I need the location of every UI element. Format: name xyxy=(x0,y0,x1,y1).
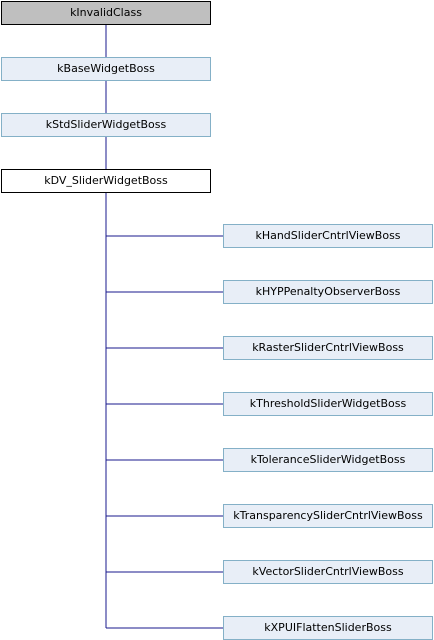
node-kxpuiflattensliderboss[interactable]: kXPUIFlattenSliderBoss xyxy=(223,616,433,640)
node-khyppenaltyobserverboss[interactable]: kHYPPenaltyObserverBoss xyxy=(223,280,433,304)
node-ktransparencyslidercntrlviewboss[interactable]: kTransparencySliderCntrlViewBoss xyxy=(223,504,433,528)
node-label: kXPUIFlattenSliderBoss xyxy=(264,621,392,634)
node-kdv-sliderwidgetboss: kDV_SliderWidgetBoss xyxy=(1,169,211,193)
node-label: kRasterSliderCntrlViewBoss xyxy=(252,341,404,354)
node-label: kStdSliderWidgetBoss xyxy=(45,118,167,131)
node-kbasewidgetboss[interactable]: kBaseWidgetBoss xyxy=(1,57,211,81)
node-kvectorslidercntrlviewboss[interactable]: kVectorSliderCntrlViewBoss xyxy=(223,560,433,584)
node-kinvalidclass[interactable]: kInvalidClass xyxy=(1,1,211,25)
node-label: kBaseWidgetBoss xyxy=(57,62,155,75)
node-label: kHYPPenaltyObserverBoss xyxy=(255,285,401,298)
node-ktolerancesliderwidgetboss[interactable]: kToleranceSliderWidgetBoss xyxy=(223,448,433,472)
node-label: kToleranceSliderWidgetBoss xyxy=(250,453,406,466)
node-khandslidercntrlviewboss[interactable]: kHandSliderCntrlViewBoss xyxy=(223,224,433,248)
node-label: kVectorSliderCntrlViewBoss xyxy=(252,565,404,578)
node-kstdsliderwidgetboss[interactable]: kStdSliderWidgetBoss xyxy=(1,113,211,137)
node-krasterslidercntrlviewboss[interactable]: kRasterSliderCntrlViewBoss xyxy=(223,336,433,360)
node-label: kInvalidClass xyxy=(70,6,142,19)
node-label: kHandSliderCntrlViewBoss xyxy=(255,229,401,242)
node-kthresholdsliderwidgetboss[interactable]: kThresholdSliderWidgetBoss xyxy=(223,392,433,416)
node-label: kDV_SliderWidgetBoss xyxy=(44,174,168,187)
node-label: kThresholdSliderWidgetBoss xyxy=(249,397,407,410)
node-label: kTransparencySliderCntrlViewBoss xyxy=(233,509,423,522)
